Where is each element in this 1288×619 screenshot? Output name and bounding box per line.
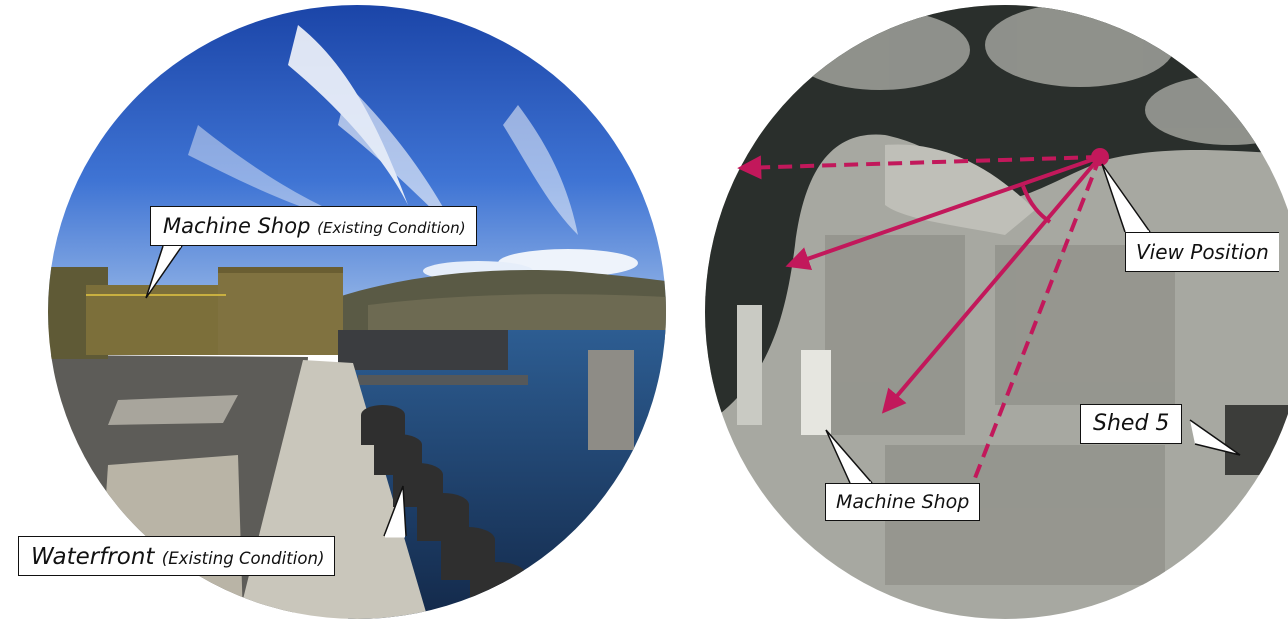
- callout-machine-shop-existing-note: (Existing Condition): [317, 219, 466, 237]
- callout-view-position: View Position: [1125, 232, 1279, 272]
- waterfront-photo-drawing: [48, 5, 666, 619]
- callout-view-position-label: View Position: [1136, 240, 1269, 264]
- callout-shed-5-label: Shed 5: [1093, 411, 1170, 436]
- machine-shop-roof: [801, 350, 831, 435]
- callout-shed-5: Shed 5: [1080, 404, 1183, 444]
- callout-machine-shop-existing: Machine Shop (Existing Condition): [150, 206, 477, 246]
- aerial-map-drawing: [705, 5, 1288, 619]
- waterfront-photo: [48, 5, 666, 619]
- callout-machine-shop-existing-title: Machine Shop: [163, 214, 311, 238]
- pier-pilings: [338, 330, 634, 450]
- shed-5-roof: [1225, 405, 1288, 475]
- callout-waterfront-existing-note: (Existing Condition): [161, 549, 325, 568]
- water: [705, 5, 1288, 425]
- callout-waterfront-existing-title: Waterfront: [31, 544, 155, 570]
- aerial-map: [705, 5, 1288, 619]
- callout-machine-shop: Machine Shop: [825, 483, 981, 521]
- callout-machine-shop-label: Machine Shop: [836, 491, 970, 513]
- cumulus-cloud: [498, 249, 638, 277]
- cirrus-clouds: [188, 25, 578, 235]
- log-booms: [790, 5, 1288, 145]
- callout-waterfront-existing: Waterfront (Existing Condition): [18, 536, 336, 576]
